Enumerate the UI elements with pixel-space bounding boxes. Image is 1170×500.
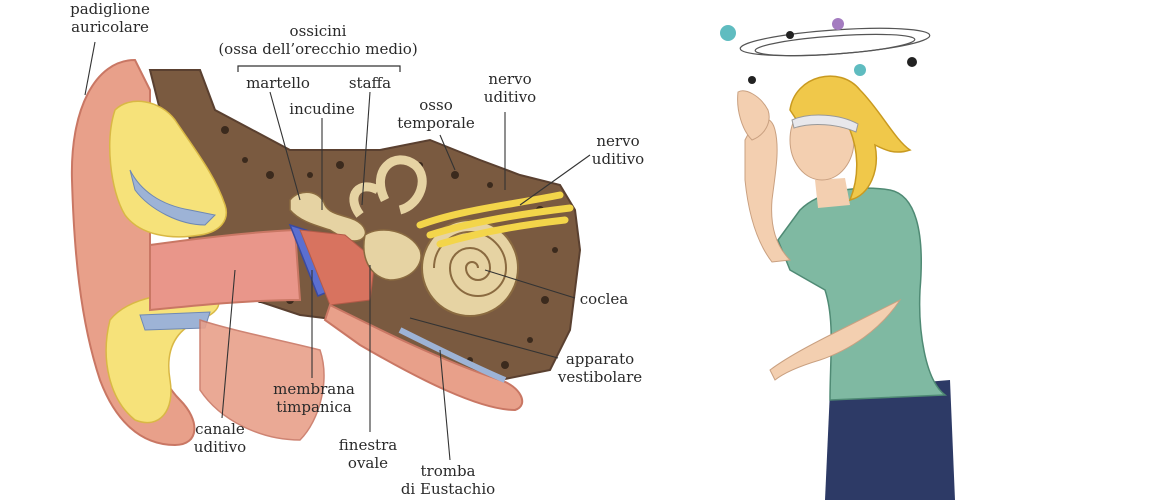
dizzy-orbit-rings bbox=[739, 27, 931, 57]
label-apparato-vestibolare: apparato vestibolare bbox=[557, 350, 643, 386]
label-nervo-uditivo-top: nervo uditivo bbox=[483, 70, 537, 106]
semicircular-canals bbox=[349, 155, 427, 218]
ossicles bbox=[289, 191, 367, 242]
ear-canal-shape bbox=[149, 228, 302, 312]
label-tromba-eustachio: tromba di Eustachio bbox=[400, 462, 496, 498]
lower-skin bbox=[199, 318, 325, 441]
label-osso-temporale: osso temporale bbox=[397, 96, 475, 132]
neck bbox=[815, 178, 850, 208]
fat-tissue-top bbox=[109, 100, 227, 238]
cartilage-top bbox=[129, 169, 217, 226]
auditory-nerve bbox=[416, 191, 574, 248]
label-nervo-uditivo-right: nervo uditivo bbox=[591, 132, 645, 168]
vestibule bbox=[363, 229, 422, 281]
ear-anatomy-illustration bbox=[70, 41, 591, 461]
hair bbox=[789, 75, 912, 202]
head bbox=[789, 99, 855, 181]
label-martello: martello bbox=[246, 74, 310, 92]
label-ossicini: ossicini (ossa dell’orecchio medio) bbox=[218, 22, 418, 58]
raised-arm bbox=[744, 118, 792, 263]
dizzy-stars bbox=[720, 18, 917, 84]
shirt bbox=[777, 187, 948, 401]
ossicini-bracket bbox=[237, 65, 401, 72]
label-incudine: incudine bbox=[289, 100, 355, 118]
eustachian-tube-inner bbox=[398, 327, 507, 383]
label-coclea: coclea bbox=[579, 290, 629, 308]
middle-ear-cavity bbox=[299, 229, 376, 306]
label-finestra-ovale: finestra ovale bbox=[338, 436, 398, 472]
label-staffa: staffa bbox=[348, 74, 392, 92]
eustachian-tube bbox=[323, 303, 524, 412]
raised-hand bbox=[737, 90, 770, 141]
label-membrana-timpanica: membrana timpanica bbox=[273, 380, 355, 416]
label-canale-uditivo: canale uditivo bbox=[193, 420, 247, 456]
jeans bbox=[825, 380, 955, 500]
lower-arm bbox=[769, 298, 902, 381]
leader-lines bbox=[84, 41, 591, 461]
headband bbox=[791, 114, 859, 133]
label-padiglione-auricolare: padiglione auricolare bbox=[70, 0, 150, 36]
